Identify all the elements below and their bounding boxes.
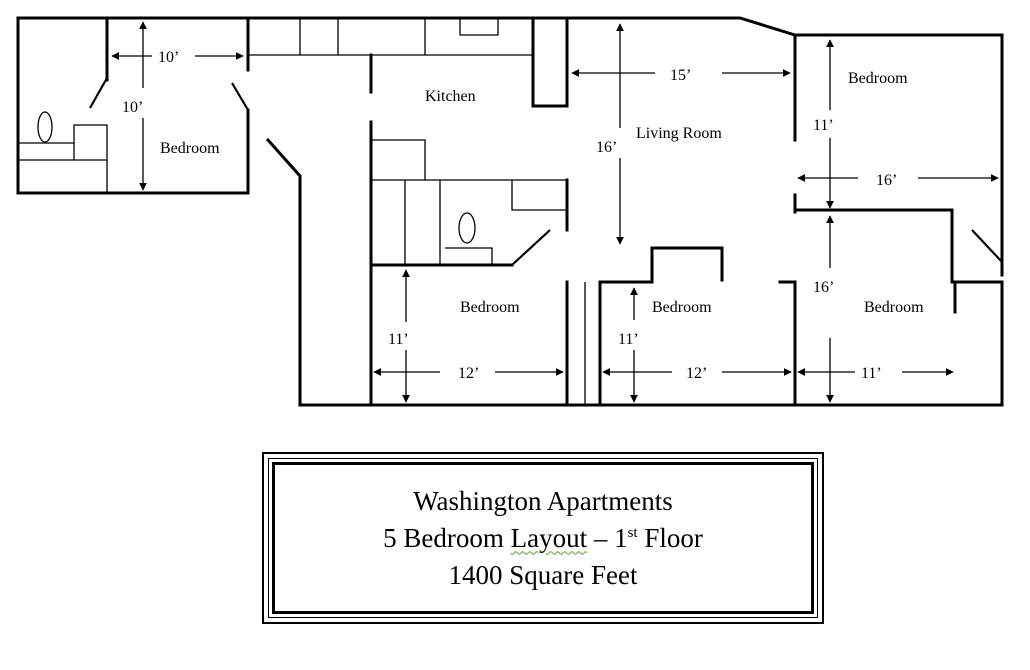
dim-sw-width: 12’	[458, 365, 479, 382]
dim-se-width: 11’	[861, 365, 882, 382]
room-label-bedroom-se: Bedroom	[864, 299, 924, 316]
title-layout: 5 Bedroom Layout – 1st Floor	[383, 522, 703, 553]
title-area: 1400 Square Feet	[448, 559, 638, 590]
title-box: Washington Apartments 5 Bedroom Layout –…	[262, 452, 824, 624]
dim-sm-depth: 11’	[618, 331, 639, 348]
toilet-icon	[37, 111, 53, 143]
room-label-kitchen: Kitchen	[425, 88, 476, 105]
room-label-living-room: Living Room	[636, 125, 722, 142]
floor-plan: Bedroom Kitchen Living Room Bedroom Bedr…	[16, 16, 1004, 407]
walls	[16, 16, 1004, 407]
room-label-bedroom-nw: Bedroom	[160, 140, 220, 157]
spellcheck-word: Layout	[510, 522, 588, 553]
dimension-labels: 10’ 10’ 15’ 16’ 11’ 16’ 16’ 11’ 12’ 11’ …	[122, 49, 897, 382]
title-building: Washington Apartments	[413, 485, 673, 516]
room-label-bedroom-sm: Bedroom	[652, 299, 712, 316]
dim-living-width: 15’	[670, 67, 691, 84]
doors	[89, 77, 1003, 266]
fixtures	[18, 16, 586, 405]
toilet-icon	[458, 212, 476, 244]
dim-sw-depth: 11’	[388, 331, 409, 348]
dim-nw-width: 10’	[158, 49, 179, 66]
room-label-bedroom-ne: Bedroom	[848, 70, 908, 87]
dim-nw-depth: 10’	[122, 99, 143, 116]
dim-ne-depth: 11’	[813, 117, 834, 134]
dim-ne-width: 16’	[876, 172, 897, 189]
room-labels: Bedroom Kitchen Living Room Bedroom Bedr…	[160, 70, 924, 316]
dim-living-depth: 16’	[596, 139, 617, 156]
dimension-lines	[111, 21, 999, 403]
room-label-bedroom-sw: Bedroom	[460, 299, 520, 316]
dim-se-depth: 16’	[813, 279, 834, 296]
dim-sm-width: 12’	[686, 365, 707, 382]
